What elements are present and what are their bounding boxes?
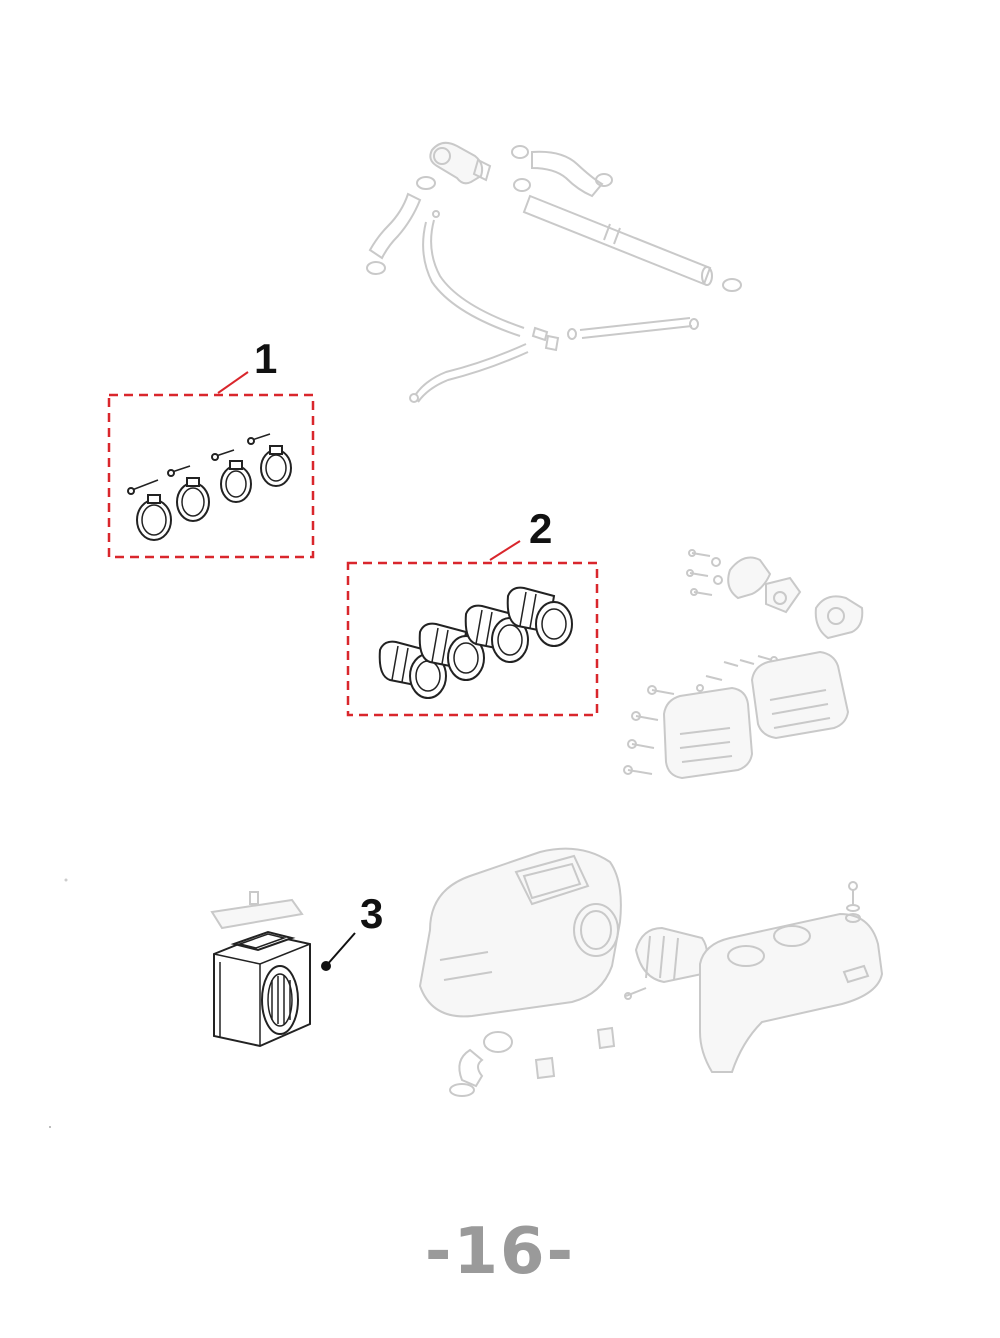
item-1-callout-number: 1 (254, 335, 278, 382)
hose-clamps-kit (107, 371, 315, 559)
airbox-assembly-background (418, 847, 884, 1097)
coupler-tubes (378, 586, 573, 699)
manifold-assembly-background (623, 549, 864, 780)
item-3-leader-line (325, 932, 356, 967)
item-3-callout-number: 3 (360, 890, 384, 937)
item-2-highlight-box (346, 561, 599, 717)
page-number: -16- (424, 1215, 576, 1289)
item-1-highlight-box (107, 393, 315, 559)
air-filter-element (210, 891, 311, 1048)
clamp-rings (136, 445, 292, 541)
item-1-leader-line (217, 371, 249, 394)
item-2-leader-line (489, 540, 521, 561)
item-3-leader-dot (321, 961, 331, 971)
silicone-couplers-kit (346, 540, 599, 717)
item-2-callout-number: 2 (529, 505, 553, 552)
clamp-screws (127, 433, 271, 495)
hose-assembly-background (366, 141, 742, 403)
